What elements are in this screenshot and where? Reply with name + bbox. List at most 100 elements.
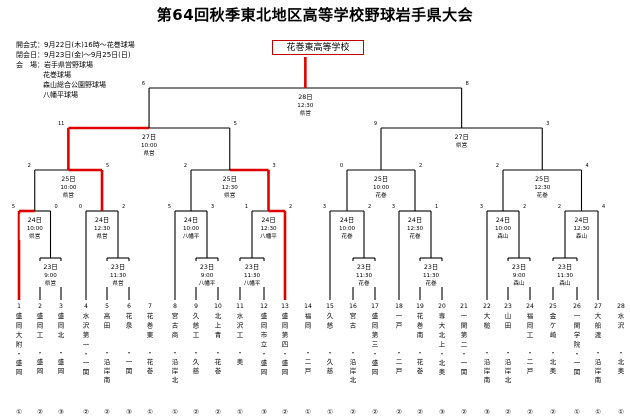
team-name-char: 岡	[16, 322, 23, 330]
score-left: 6	[142, 81, 145, 87]
game-time: 9:00	[201, 273, 214, 279]
separator: ・	[104, 349, 111, 357]
separator: ・	[282, 350, 289, 358]
score-right: 5	[106, 163, 109, 169]
team-name-char: 二	[461, 341, 468, 349]
team-seed: ②	[372, 408, 378, 416]
team-name-char: 青	[215, 330, 222, 339]
team-seed: ②	[417, 408, 423, 416]
champion-box: 花巻東高等学校	[272, 40, 364, 55]
score-left: 3	[392, 204, 395, 210]
team-name-char: 盛	[261, 311, 268, 320]
team-name-char: 渡	[595, 330, 602, 339]
score-right: 3	[273, 163, 276, 169]
game-time: 12:30	[260, 226, 277, 232]
game-date: 25日	[223, 175, 237, 183]
game-info-box	[53, 173, 84, 199]
game-venue: 花巻	[537, 191, 549, 199]
team-number: 17	[371, 303, 379, 310]
separator: ・	[237, 349, 244, 357]
game-info-box	[35, 261, 66, 287]
team-name-char: 花	[147, 311, 154, 320]
separator: ・	[505, 349, 512, 357]
team-branch-char: 岸	[505, 367, 512, 375]
game-venue: 県営	[29, 232, 41, 240]
separator: ・	[461, 350, 468, 358]
closing-line: 閉会日：9月23日(金)～9月25日(日)	[16, 51, 131, 59]
game-time: 9:00	[513, 273, 526, 279]
score-right: 2	[368, 204, 371, 210]
game-date: 27日	[142, 133, 156, 141]
team-name-char: 巻	[147, 321, 154, 330]
team-number: 7	[148, 303, 152, 310]
separator: ・	[126, 349, 133, 357]
team-name-char: 水	[618, 311, 625, 320]
game-date: 25日	[374, 175, 388, 183]
team-name-char: 久	[327, 311, 334, 320]
team-number: 23	[504, 303, 512, 310]
team-branch-char: 二	[305, 358, 312, 366]
separator: ・	[574, 350, 581, 358]
team-branch-char: 奥	[237, 357, 244, 366]
game-info-box	[527, 173, 558, 199]
team-branch-char: 北	[350, 376, 357, 384]
team-branch-char: 沿	[172, 357, 179, 366]
team-name-char: 院	[574, 340, 581, 349]
separator: ・	[350, 349, 357, 357]
team-name-char: 第	[282, 330, 289, 339]
team-seed: ②	[104, 408, 110, 416]
page-title: 第64回秋季東北地区高等学校野球岩手県大会	[156, 6, 474, 24]
team-name-char: 福	[305, 311, 312, 320]
team-name-char: 盛	[282, 311, 289, 320]
team-branch-char: 岡	[58, 367, 65, 375]
team-name-char: 岡	[305, 322, 312, 330]
team-name-char: 田	[104, 322, 111, 330]
team-seed: ③	[261, 408, 267, 416]
venue-line: 会 場：岩手県営野球場	[16, 61, 93, 69]
game-time: 10:00	[339, 226, 356, 232]
team-branch-char: 岸	[484, 367, 491, 375]
team-number: 24	[526, 303, 534, 310]
team-name-char: 戸	[396, 322, 403, 330]
team-name-char: 一	[461, 312, 468, 320]
team-seed: ②	[83, 408, 89, 416]
separator: ・	[595, 349, 602, 357]
team-name-char: 一	[83, 341, 90, 349]
score-left: 1	[245, 204, 248, 210]
score-right: 2	[523, 204, 526, 210]
team-branch-char: 岡	[261, 368, 268, 376]
separator: ・	[16, 350, 23, 358]
team-name-char: 立	[261, 340, 268, 349]
score-left: 2	[558, 204, 561, 210]
game-date: 23日	[558, 263, 572, 271]
game-date: 24日	[574, 216, 588, 224]
team-seed: ③	[439, 408, 445, 416]
team-name-char: 田	[505, 322, 512, 330]
game-venue: 花巻	[358, 279, 370, 287]
team-branch-char: 北	[505, 376, 512, 384]
team-branch-char: 巻	[147, 366, 154, 375]
game-info-box	[176, 214, 206, 240]
team-name-char: 関	[574, 322, 581, 330]
team-branch-char: 花	[417, 357, 424, 366]
team-branch-char: 盛	[37, 357, 44, 366]
game-info-box	[566, 214, 597, 240]
team-branch-char: 南	[595, 375, 602, 384]
score-left: 9	[374, 121, 377, 127]
game-venue: 森山	[497, 232, 508, 240]
team-seed: ②	[350, 408, 356, 416]
game-time: 11:30	[356, 273, 373, 279]
team-name-char: 岡	[58, 322, 65, 330]
game-time: 10:00	[27, 226, 44, 232]
team-seed: ③	[126, 408, 132, 416]
game-time: 12:30	[573, 226, 590, 232]
team-branch-char: 関	[83, 368, 90, 376]
game-info-box	[504, 261, 534, 287]
game-date: 24日	[496, 216, 510, 224]
separator: ・	[172, 349, 179, 357]
separator: ・	[618, 349, 625, 357]
team-branch-char: 南	[104, 375, 111, 384]
game-venue: 森山	[576, 232, 587, 240]
game-venue: 八幡平	[183, 232, 200, 240]
